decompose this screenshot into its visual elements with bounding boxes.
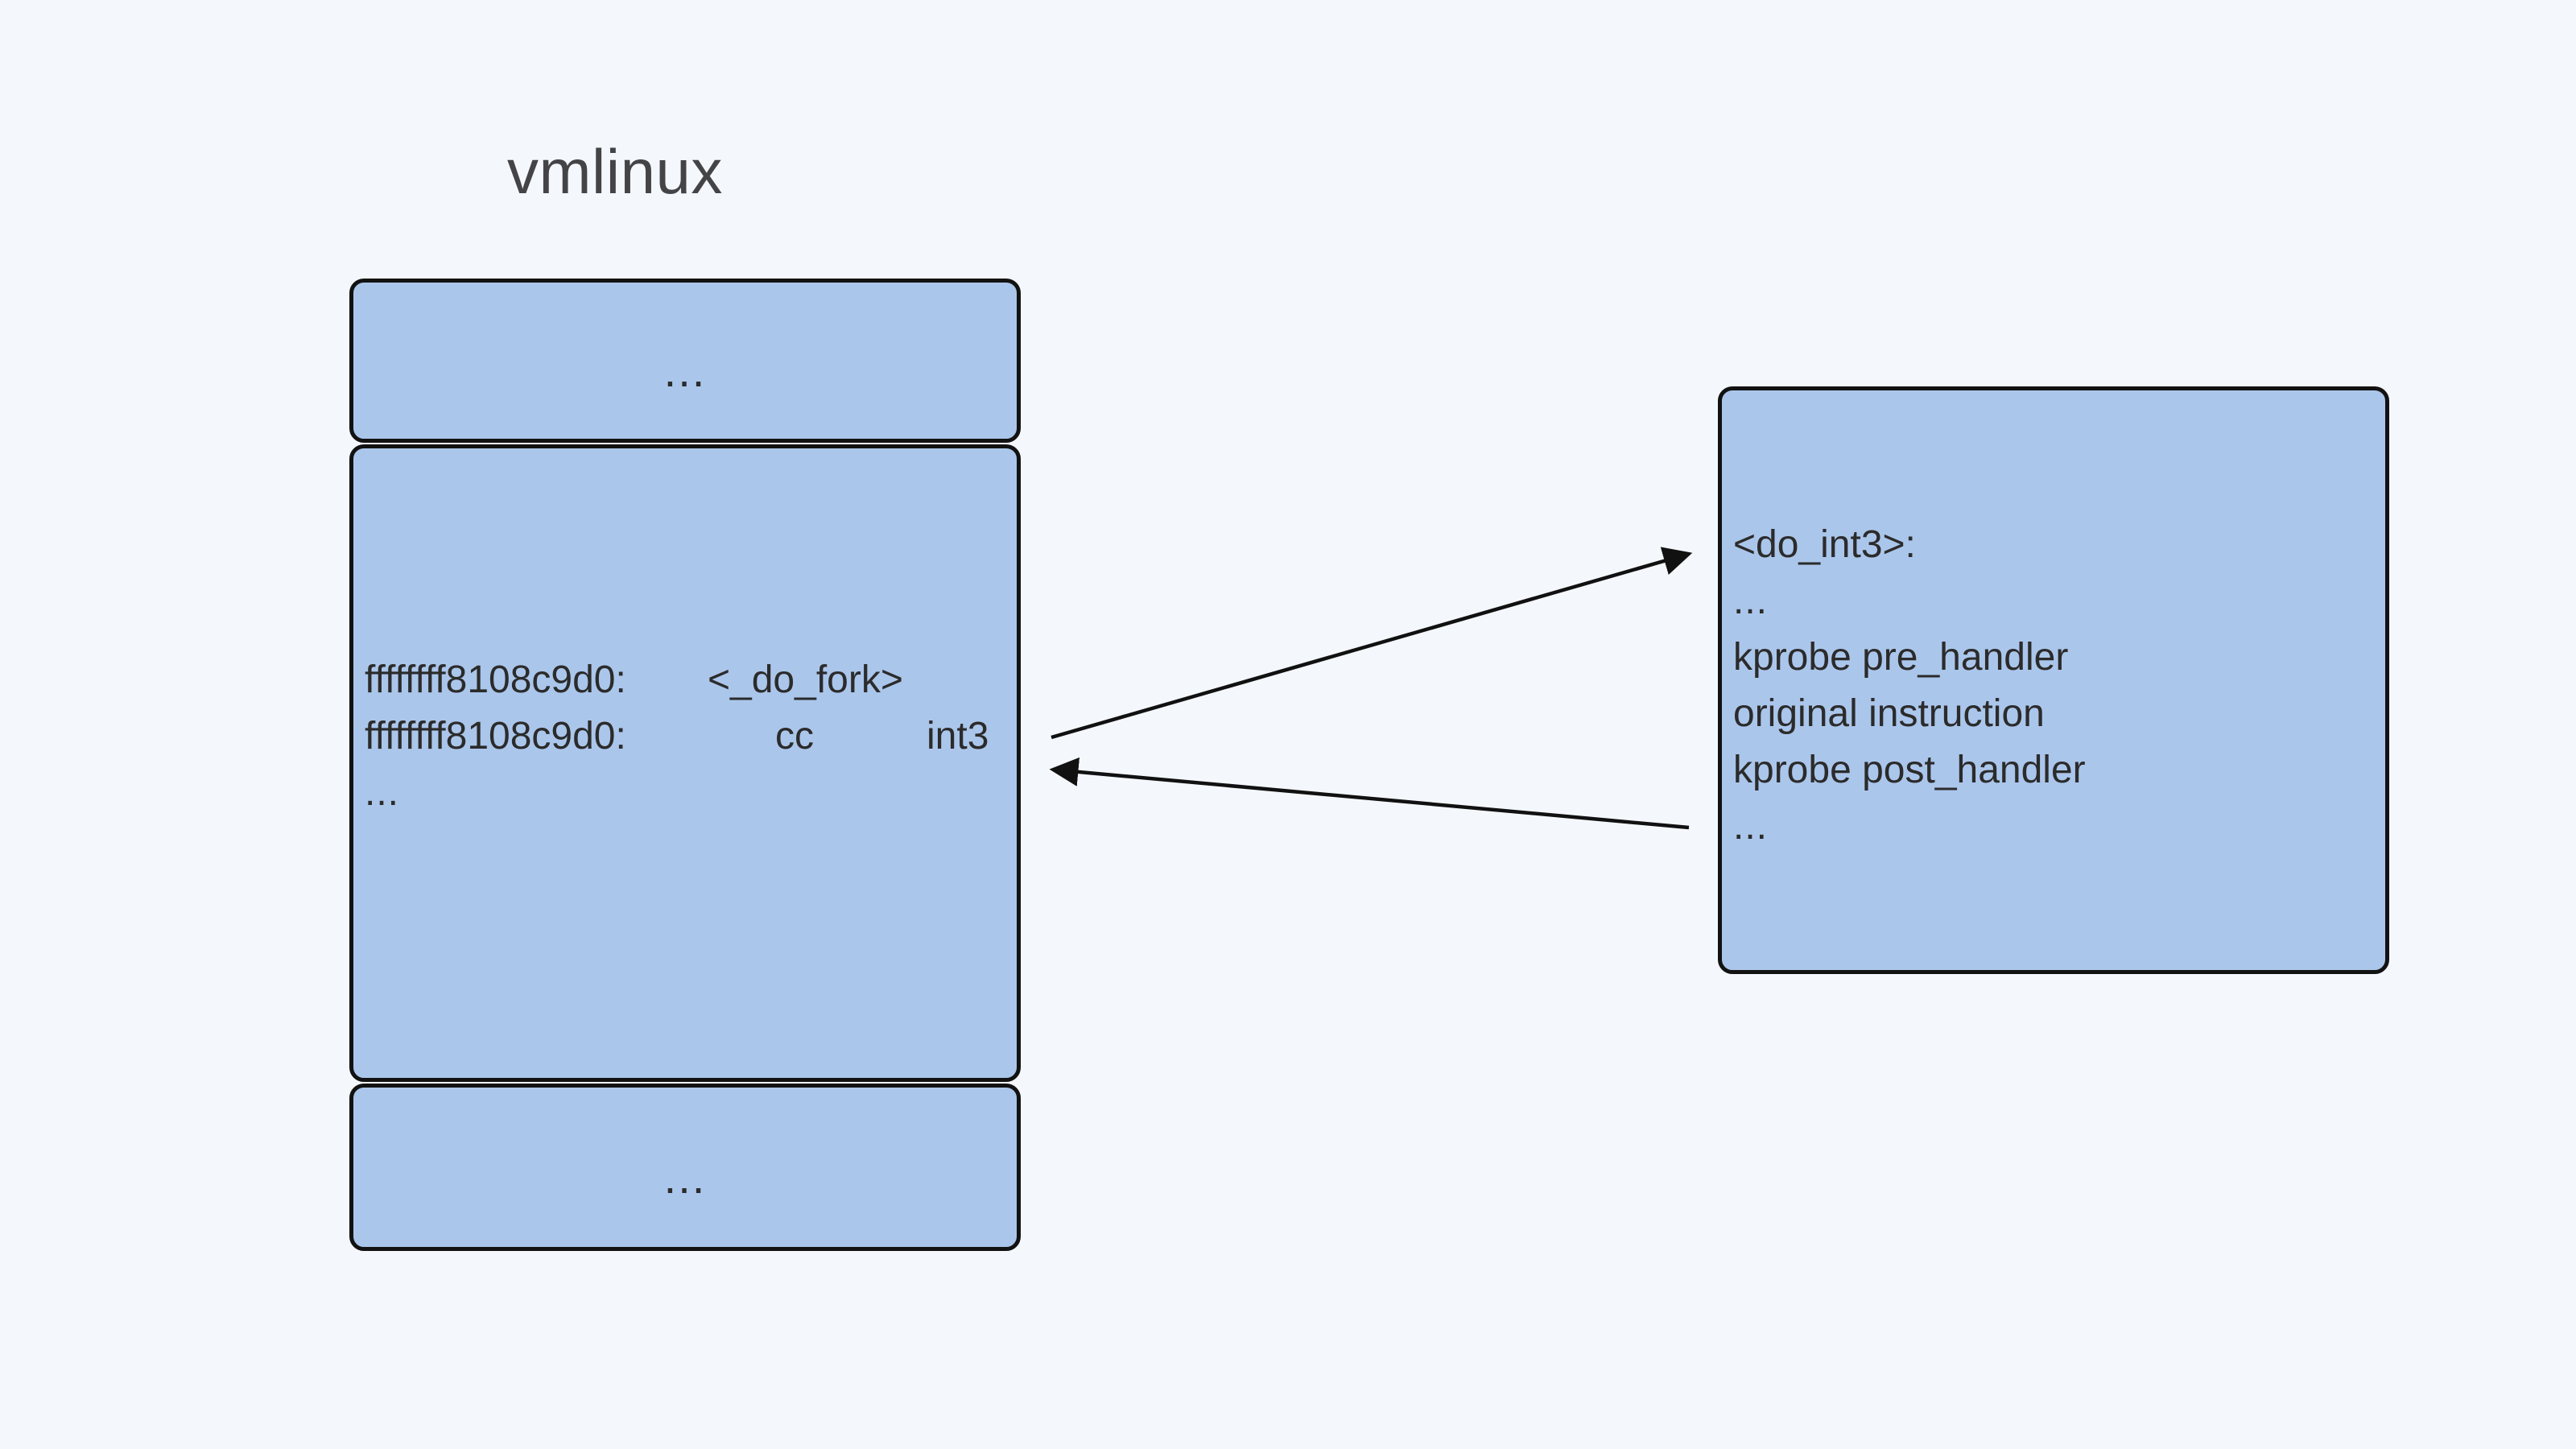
bottom-block-ellipsis: ... — [663, 1152, 707, 1203]
handler-line-ellipsis-top: ... — [1733, 580, 1769, 622]
vmlinux-top-block: ... — [349, 279, 1021, 443]
vmlinux-middle-block: ffffffff8108c9d0: <_do_fork> ffffffff810… — [349, 444, 1021, 1082]
arrow-return-to-do-fork — [1049, 757, 1690, 830]
diagram-title: vmlinux — [507, 136, 723, 207]
handler-line-post-handler: kprobe post_handler — [1733, 749, 2086, 791]
handler-line-ellipsis-bottom: ... — [1733, 805, 1769, 848]
do-fork-address: ffffffff8108c9d0: — [365, 658, 626, 701]
int3-address: ffffffff8108c9d0: — [365, 715, 626, 758]
do-int3-handler-block: <do_int3>: ... kprobe pre_handler origin… — [1718, 386, 2389, 974]
arrow-to-do-int3 — [1051, 547, 1693, 740]
int3-opcode: cc — [775, 715, 814, 758]
top-block-ellipsis: ... — [663, 345, 707, 396]
middle-block-ellipsis: ... — [365, 771, 400, 814]
handler-line-pre-handler: kprobe pre_handler — [1733, 636, 2069, 679]
vmlinux-bottom-block: ... — [349, 1084, 1021, 1251]
do-fork-symbol: <_do_fork> — [708, 658, 903, 701]
int3-instruction: int3 — [927, 715, 989, 758]
handler-line-do-int3: <do_int3>: — [1733, 523, 1916, 566]
handler-line-original-instruction: original instruction — [1733, 692, 2045, 735]
